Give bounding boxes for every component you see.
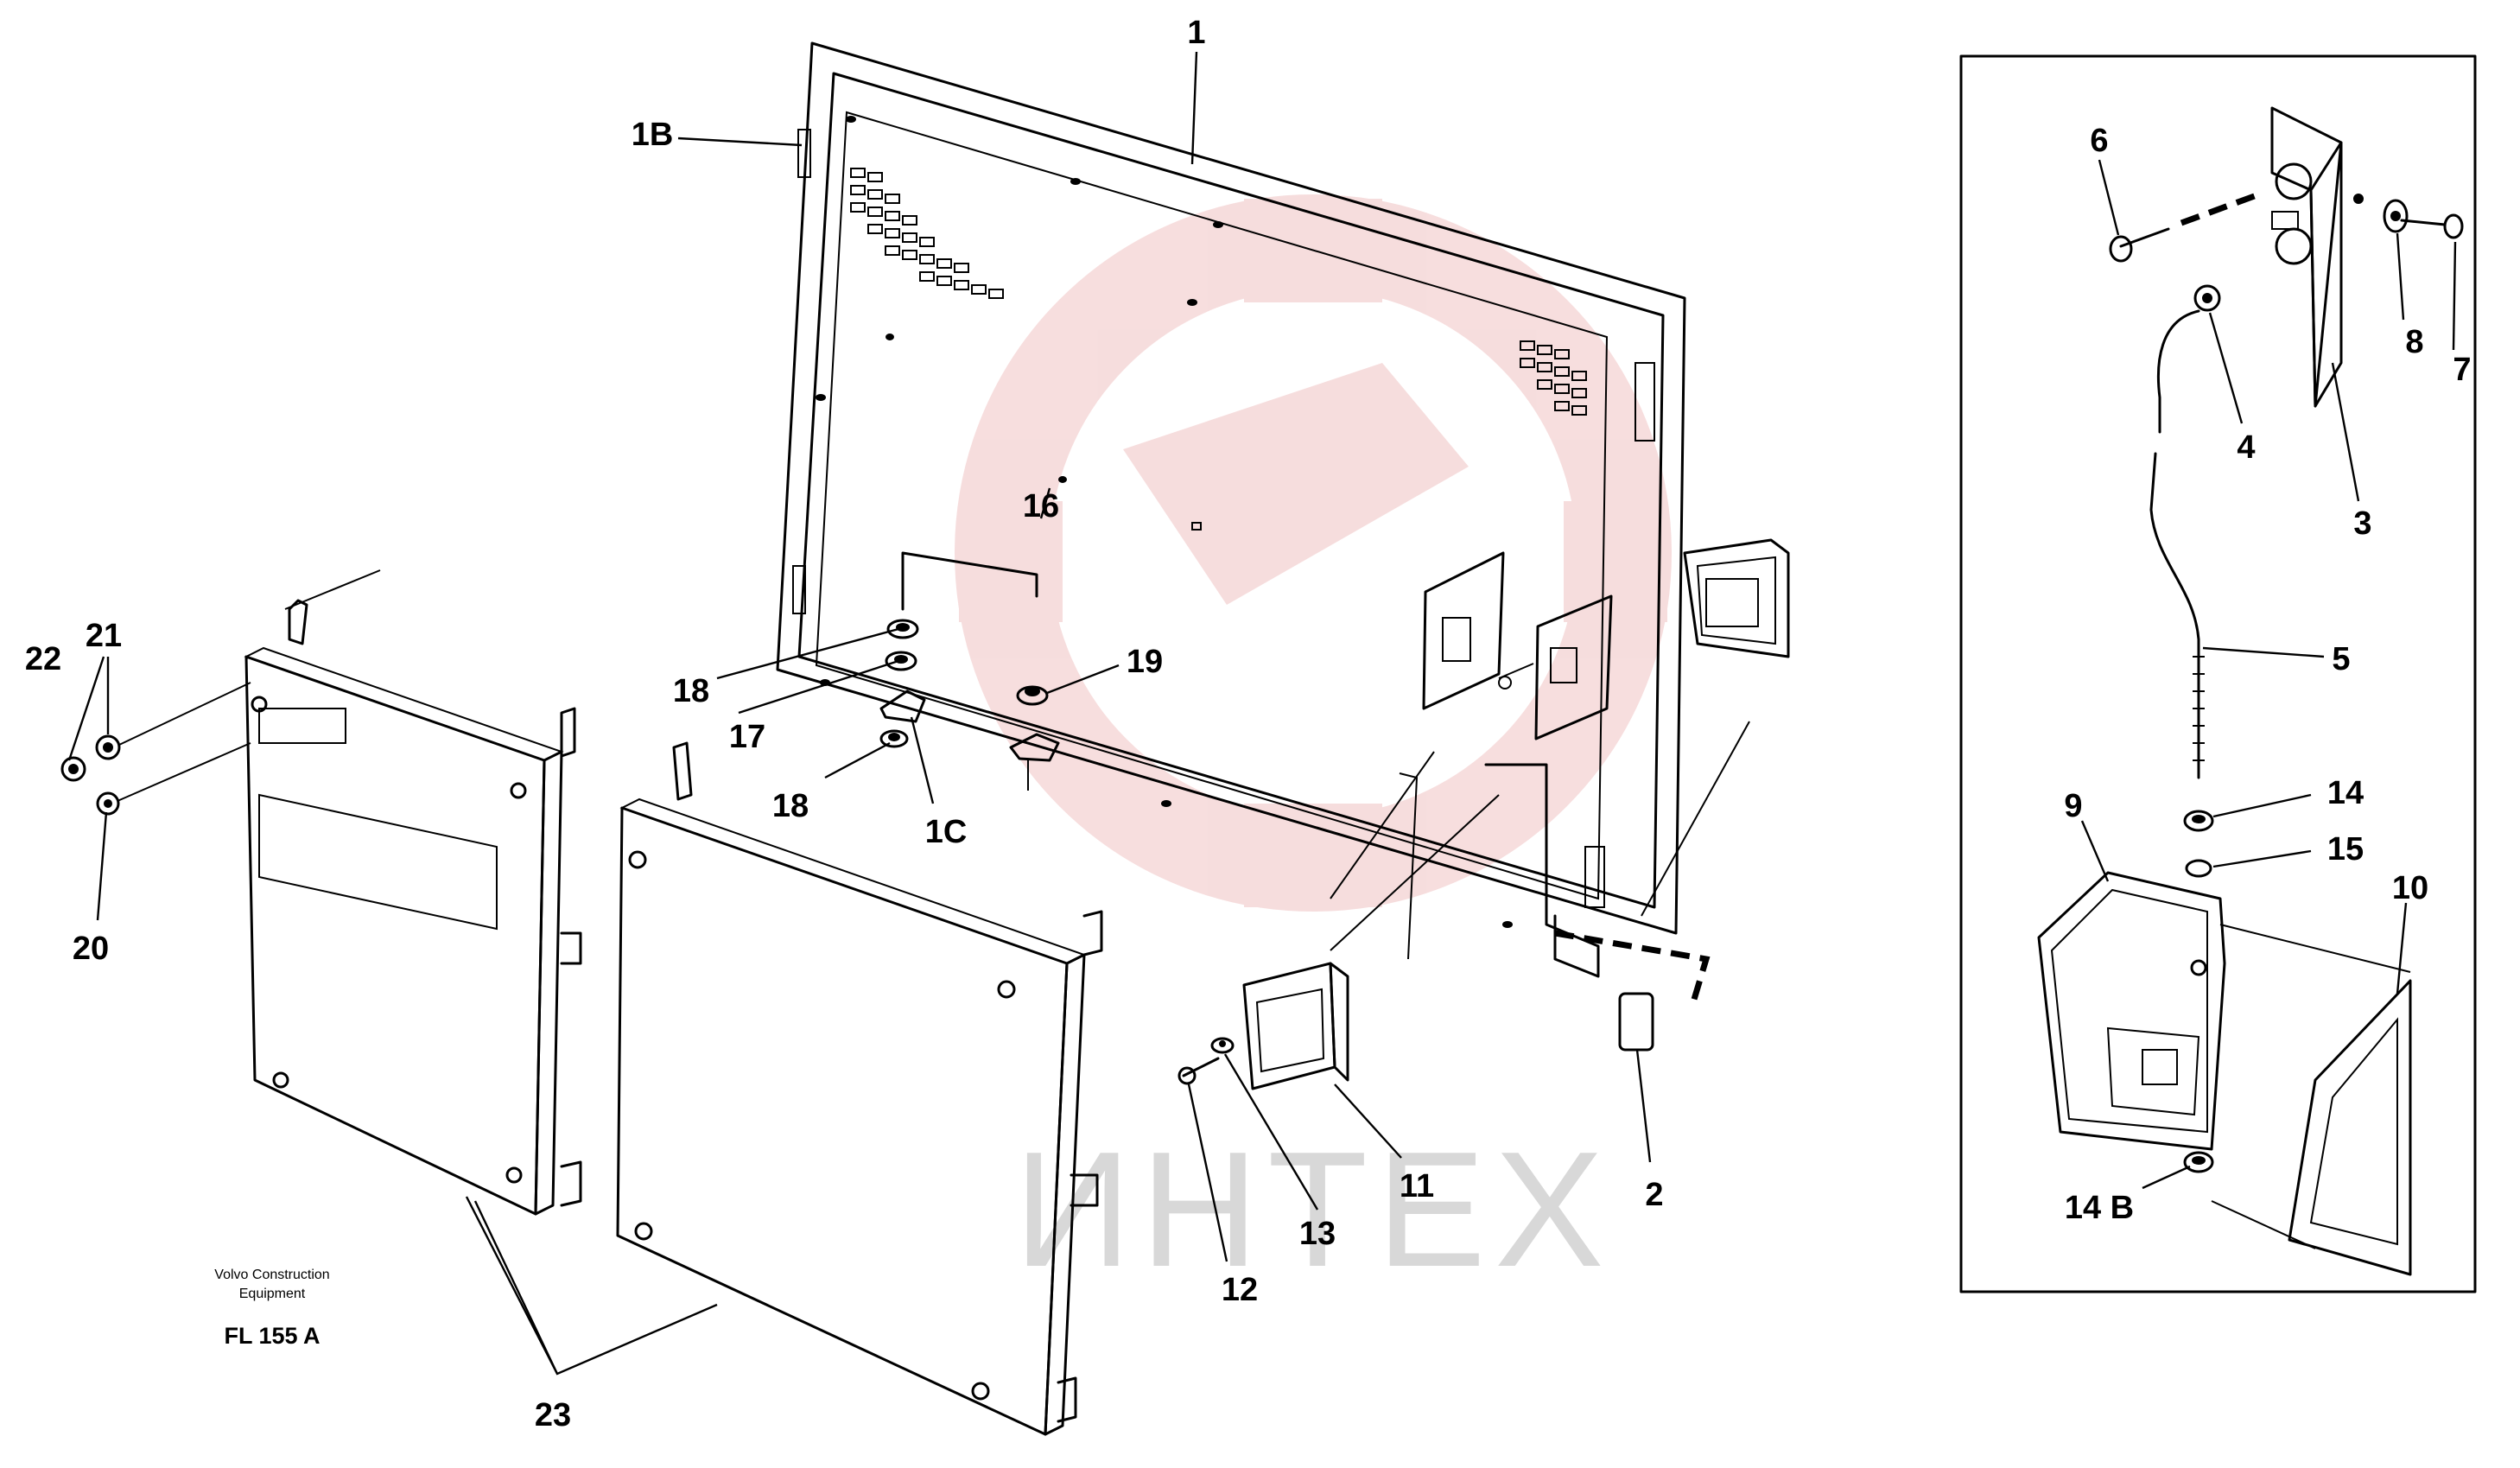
callout-1c: 1C [925,814,968,850]
washer-part-18-upper [886,619,919,639]
nut-part-14b [2183,1151,2214,1173]
callout-8: 8 [2405,324,2423,360]
callout-15: 15 [2327,831,2364,867]
washer-part-17 [885,651,917,671]
callout-3: 3 [2353,505,2371,542]
callout-23: 23 [535,1397,571,1433]
cable-lug-part-4 [2193,284,2221,312]
callout-18-lower: 18 [772,788,809,824]
callout-12: 12 [1222,1272,1258,1308]
cover-part-23-back [244,599,582,1216]
leader-lines [67,51,2457,1376]
callout-20: 20 [73,931,109,967]
bolt-part-12 [1177,1057,1220,1085]
callout-labels: 1 1B 1C 2 3 4 5 6 7 8 9 10 11 12 13 14 1… [25,15,2472,1433]
nut-part-22 [60,756,86,782]
callout-4: 4 [2237,429,2255,466]
callout-2: 2 [1645,1177,1663,1213]
callout-9: 9 [2064,788,2082,824]
callout-5: 5 [2332,641,2350,677]
rod-part-16 [901,551,1038,611]
callout-14b: 14 B [2065,1190,2134,1226]
washer-part-18-lower [879,729,909,748]
cover-part-23-front [616,741,1103,1436]
callout-7: 7 [2453,352,2471,388]
cable-part-5 [2149,309,2200,779]
plate-part-3 [2270,106,2343,408]
bolt-part-7 [2400,213,2464,239]
callout-11: 11 [1400,1168,1434,1204]
nut-part-14 [2183,810,2214,832]
nut-part-21 [95,734,121,760]
callout-1b: 1B [632,117,674,153]
bracket-part-11 [1242,962,1349,1090]
callout-22: 22 [25,641,61,677]
watermark-gear-logo [955,194,1672,912]
credit-line-2: Equipment [239,1287,306,1301]
inset-detail-box [1959,54,2477,1293]
callout-17: 17 [729,719,765,755]
washer-part-15 [2185,859,2212,878]
callout-1: 1 [1187,15,1205,51]
callout-19: 19 [1127,644,1163,680]
watermark-text: ИНТЕХ [1013,1118,1612,1301]
bolt-part-6 [2109,227,2170,263]
clip-part-1c [879,690,1060,791]
nut-part-19 [1016,685,1049,706]
gasket-part-10 [2288,979,2412,1276]
pad-part-2 [1618,992,1654,1052]
callout-14: 14 [2327,775,2364,811]
figure-code: FL 155 A [224,1323,320,1349]
callout-18-upper: 18 [673,673,709,709]
credit-line-1: Volvo Construction [214,1268,329,1282]
washer-part-13 [1210,1037,1235,1054]
callout-6: 6 [2090,123,2108,159]
enclosure-part-9 [2037,871,2226,1151]
callout-16: 16 [1023,488,1059,524]
callout-13: 13 [1299,1216,1336,1252]
washer-part-20 [96,791,120,816]
frame-part-1 [776,41,1790,978]
callout-10: 10 [2392,870,2428,906]
callout-21: 21 [86,618,122,654]
washer-part-8 [2383,199,2409,233]
